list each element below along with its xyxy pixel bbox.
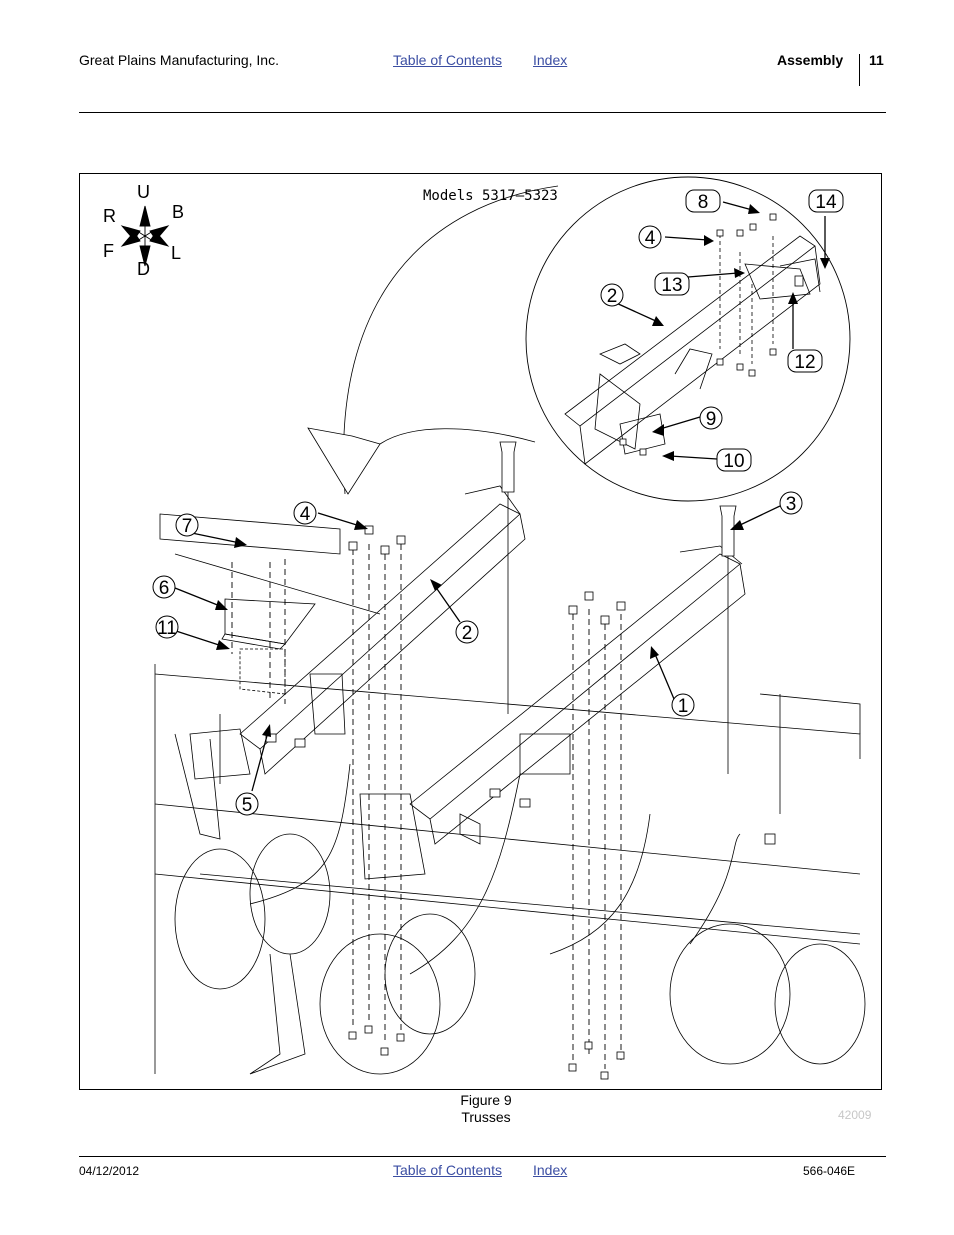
callout-5: 5 — [235, 792, 259, 816]
svg-text:12: 12 — [794, 352, 815, 373]
callout-3: 3 — [779, 491, 803, 515]
header-divider — [859, 54, 860, 86]
callout-2-main: 2 — [455, 620, 479, 644]
truss-assembly-drawing: Models 5317–5323 U B R L F D 8 14 4 — [103, 176, 866, 1080]
svg-text:6: 6 — [159, 578, 170, 599]
compass-back-label: B — [172, 202, 184, 222]
footer-toc-link[interactable]: Table of Contents — [393, 1162, 502, 1178]
callout-13: 12 — [787, 349, 823, 373]
callout-14: 14 — [808, 189, 844, 213]
figure-title: Trusses — [461, 1109, 511, 1125]
callout-12: 8 — [685, 189, 721, 213]
callout-9: 9 — [699, 406, 723, 430]
svg-text:13: 13 — [661, 275, 682, 296]
svg-text:2: 2 — [462, 623, 473, 644]
svg-text:8: 8 — [698, 192, 709, 213]
header-index-link[interactable]: Index — [533, 52, 568, 68]
callout-10: 10 — [716, 448, 752, 472]
header-rule — [79, 112, 886, 113]
company-name: Great Plains Manufacturing, Inc. — [79, 52, 279, 68]
svg-text:1: 1 — [678, 696, 689, 717]
callout-2-detail: 2 — [600, 283, 624, 307]
figure-number: Figure 9 — [460, 1092, 512, 1108]
svg-text:9: 9 — [706, 409, 717, 430]
callout-11: 13 — [654, 272, 690, 296]
svg-text:14: 14 — [815, 192, 837, 213]
svg-text:10: 10 — [723, 451, 744, 472]
callout-4-main: 4 — [293, 501, 317, 525]
callout-1: 1 — [671, 693, 695, 717]
callout-8: 11 — [155, 615, 179, 639]
footer-rule — [79, 1156, 886, 1157]
compass-right-label: R — [103, 206, 116, 226]
callout-4-detail: 4 — [638, 225, 662, 249]
models-label: Models 5317–5323 — [423, 188, 558, 204]
svg-text:7: 7 — [182, 516, 193, 537]
svg-text:3: 3 — [786, 494, 797, 515]
figure-image-id: 42009 — [838, 1108, 872, 1122]
header-toc-link[interactable]: Table of Contents — [393, 52, 502, 68]
footer-index-link[interactable]: Index — [533, 1162, 568, 1178]
callout-6: 6 — [152, 575, 176, 599]
svg-text:5: 5 — [242, 795, 253, 816]
compass-front-label: F — [103, 241, 114, 261]
svg-text:2: 2 — [607, 286, 618, 307]
footer-date: 04/12/2012 — [79, 1164, 140, 1178]
compass-left-label: L — [171, 243, 181, 263]
page-number: 11 — [869, 52, 884, 68]
figure-frame: Models 5317–5323 U B R L F D 8 14 4 — [79, 173, 882, 1090]
compass-up-label: U — [137, 182, 150, 202]
svg-text:4: 4 — [645, 228, 656, 249]
svg-text:11: 11 — [157, 618, 177, 639]
section-title: Assembly — [777, 52, 844, 68]
svg-text:4: 4 — [300, 504, 311, 525]
footer-doc-number: 566-046E — [803, 1164, 856, 1178]
compass-down-label: D — [137, 259, 150, 279]
callout-7: 7 — [175, 513, 199, 537]
